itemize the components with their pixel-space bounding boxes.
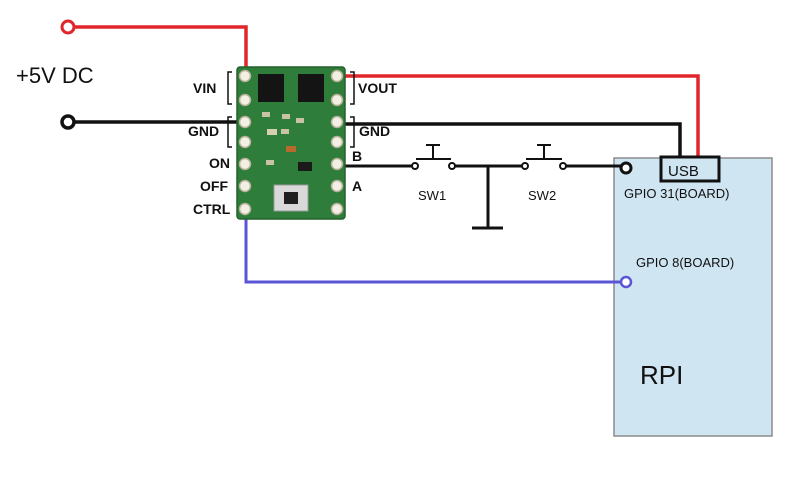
- rpi-title: RPI: [640, 360, 683, 390]
- usb-port: [659, 155, 721, 183]
- power-label: +5V DC: [16, 63, 94, 88]
- vout-bracket: [350, 71, 355, 105]
- ctrl-wire: [244, 212, 624, 284]
- vin-power-wire: [68, 25, 248, 74]
- sw2-switch: [521, 144, 567, 170]
- gpio8-pin: [619, 275, 633, 289]
- gnd-terminal: [60, 114, 76, 130]
- pin-label-ctrl: CTRL: [193, 201, 231, 217]
- pin-label-vin: VIN: [193, 80, 216, 96]
- usb-label: USB: [668, 163, 699, 180]
- pin-label-a: A: [352, 178, 362, 194]
- sw1-switch: [411, 144, 456, 170]
- pin-label-gnd-right: GND: [359, 123, 390, 139]
- pin-label-off: OFF: [200, 178, 228, 194]
- gnd-output-wire: [338, 122, 682, 157]
- vin-bracket: [227, 71, 232, 105]
- vout-power-wire: [338, 74, 700, 157]
- pin-label-gnd-left: GND: [188, 123, 219, 139]
- gpio31-pin: [619, 161, 633, 175]
- ic-chip-left: [258, 74, 284, 102]
- power-switch-module: [236, 66, 346, 220]
- pin-label-vout: VOUT: [358, 80, 397, 96]
- rpi-board: [613, 157, 773, 437]
- pin-label-b: B: [352, 148, 362, 164]
- sw1-label: SW1: [418, 188, 446, 203]
- sw2-label: SW2: [528, 188, 556, 203]
- gnd-right-bracket: [350, 116, 355, 148]
- pin-label-on: ON: [209, 155, 230, 171]
- ic-chip-right: [298, 74, 324, 102]
- gpio31-label: GPIO 31(BOARD): [624, 186, 729, 201]
- vin-terminal: [60, 19, 76, 35]
- gnd-left-bracket: [227, 116, 232, 148]
- gpio8-label: GPIO 8(BOARD): [636, 255, 734, 270]
